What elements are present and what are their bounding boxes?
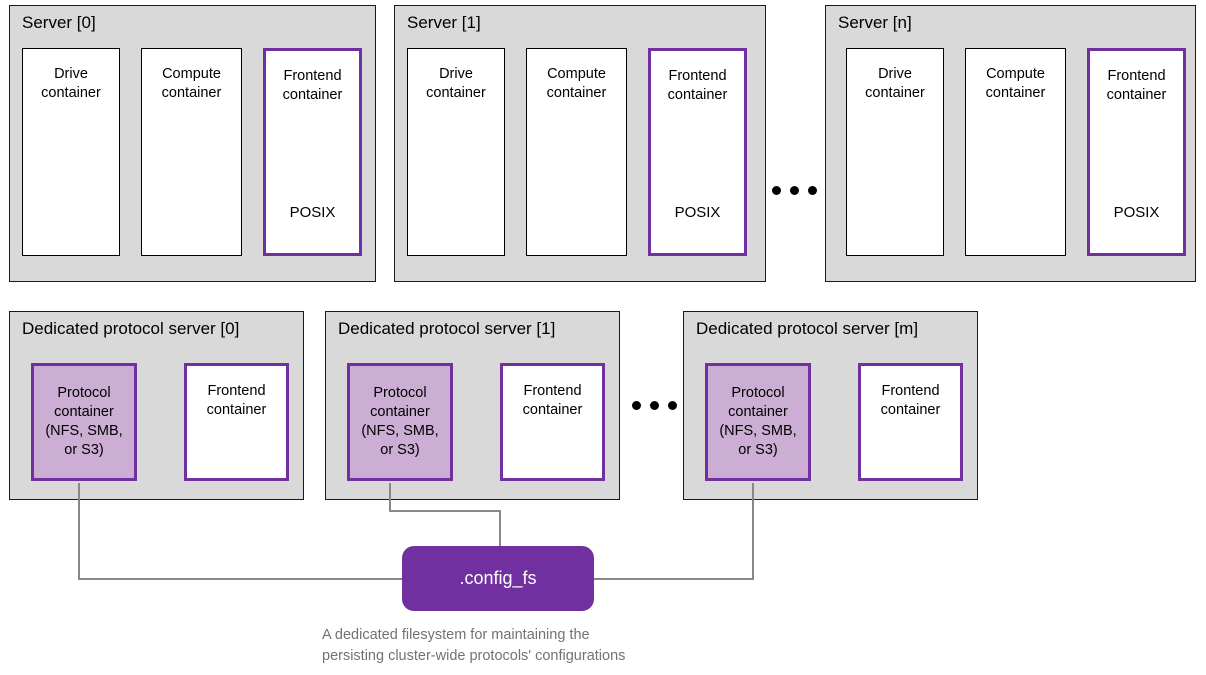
protocol-container-0-line4: or S3) — [64, 442, 104, 458]
protocol-frontend-container-0-line2: container — [206, 402, 267, 418]
connector-protocol-1-horizontal — [389, 510, 501, 512]
config-fs-caption-line1: A dedicated filesystem for maintaining t… — [322, 627, 590, 643]
protocol-container-0: Protocol container (NFS, SMB, or S3) — [31, 363, 137, 481]
protocol-server-panel-0-title: Dedicated protocol server [0] — [22, 319, 240, 338]
protocol-container-1-line2: container — [370, 404, 430, 420]
compute-container-1-label-line2: container — [546, 85, 607, 101]
ellipsis-dot — [632, 401, 641, 410]
connector-protocol-0-horizontal — [78, 578, 406, 580]
drive-container-n-label-line1: Drive — [878, 66, 912, 82]
compute-container-1-label-line1: Compute — [547, 66, 606, 82]
protocol-server-panel-1: Dedicated protocol server [1] Protocol c… — [325, 311, 620, 500]
bottom-row-ellipsis — [632, 401, 677, 410]
compute-container-0: Compute container — [141, 48, 242, 256]
protocol-container-0-line1: Protocol — [57, 385, 111, 401]
protocol-frontend-container-m-line1: Frontend — [881, 383, 940, 399]
protocol-container-1: Protocol container (NFS, SMB, or S3) — [347, 363, 453, 481]
protocol-frontend-container-1-line2: container — [522, 402, 583, 418]
protocol-server-panel-m-title: Dedicated protocol server [m] — [696, 319, 919, 338]
protocol-frontend-container-1: Frontend container — [500, 363, 605, 481]
protocol-frontend-container-m: Frontend container — [858, 363, 963, 481]
drive-container-1: Drive container — [407, 48, 505, 256]
connector-protocol-0-vertical — [78, 483, 80, 580]
protocol-frontend-container-1-line1: Frontend — [523, 383, 582, 399]
ellipsis-dot — [772, 186, 781, 195]
drive-container-n: Drive container — [846, 48, 944, 256]
protocol-frontend-container-m-line2: container — [880, 402, 941, 418]
server-panel-0: Server [0] Drive container Compute conta… — [9, 5, 376, 282]
drive-container-0-label-line1: Drive — [54, 66, 88, 82]
frontend-container-1-label-line2: container — [667, 87, 728, 103]
connector-protocol-m-vertical — [752, 483, 754, 580]
connector-protocol-m-horizontal — [592, 578, 754, 580]
frontend-container-n-posix-label: POSIX — [1113, 204, 1160, 221]
frontend-container-n-label-line1: Frontend — [1107, 68, 1166, 84]
protocol-container-m-line2: container — [728, 404, 788, 420]
protocol-container-1-line3: (NFS, SMB, — [361, 423, 439, 439]
protocol-container-m-line4: or S3) — [738, 442, 778, 458]
ellipsis-dot — [808, 186, 817, 195]
drive-container-1-label-line1: Drive — [439, 66, 473, 82]
config-fs-node: .config_fs — [402, 546, 594, 611]
server-panel-n-title: Server [n] — [838, 13, 912, 32]
protocol-server-panel-m: Dedicated protocol server [m] Protocol c… — [683, 311, 978, 500]
server-panel-1-title: Server [1] — [407, 13, 481, 32]
compute-container-1: Compute container — [526, 48, 627, 256]
server-panel-n: Server [n] Drive container Compute conta… — [825, 5, 1196, 282]
protocol-container-1-line1: Protocol — [373, 385, 427, 401]
compute-container-n-label-line2: container — [985, 85, 1046, 101]
drive-container-n-label-line2: container — [865, 85, 925, 101]
protocol-frontend-container-0: Frontend container — [184, 363, 289, 481]
compute-container-n: Compute container — [965, 48, 1066, 256]
protocol-server-panel-0: Dedicated protocol server [0] Protocol c… — [9, 311, 304, 500]
ellipsis-dot — [650, 401, 659, 410]
frontend-container-1: Frontend container POSIX — [648, 48, 747, 256]
protocol-container-m-line3: (NFS, SMB, — [719, 423, 797, 439]
frontend-container-1-label-line1: Frontend — [668, 68, 727, 84]
frontend-container-n-label-line2: container — [1106, 87, 1167, 103]
connector-protocol-1-vertical-upper — [389, 483, 391, 512]
frontend-container-0: Frontend container POSIX — [263, 48, 362, 256]
connector-protocol-1-vertical-lower — [499, 510, 501, 550]
frontend-container-0-label-line2: container — [282, 87, 343, 103]
config-fs-caption-line2: persisting cluster-wide protocols' confi… — [322, 648, 626, 664]
frontend-container-n: Frontend container POSIX — [1087, 48, 1186, 256]
protocol-container-1-line4: or S3) — [380, 442, 420, 458]
top-row-ellipsis — [772, 186, 817, 195]
protocol-server-panel-1-title: Dedicated protocol server [1] — [338, 319, 556, 338]
frontend-container-0-posix-label: POSIX — [289, 204, 336, 221]
compute-container-n-label-line1: Compute — [986, 66, 1045, 82]
drive-container-0: Drive container — [22, 48, 120, 256]
ellipsis-dot — [790, 186, 799, 195]
compute-container-0-label-line2: container — [161, 85, 222, 101]
protocol-container-m-line1: Protocol — [731, 385, 785, 401]
config-fs-caption: A dedicated filesystem for maintaining t… — [322, 625, 742, 667]
ellipsis-dot — [668, 401, 677, 410]
server-panel-0-title: Server [0] — [22, 13, 96, 32]
frontend-container-0-label-line1: Frontend — [283, 68, 342, 84]
frontend-container-1-posix-label: POSIX — [674, 204, 721, 221]
drive-container-1-label-line2: container — [426, 85, 486, 101]
protocol-container-0-line3: (NFS, SMB, — [45, 423, 123, 439]
protocol-container-0-line2: container — [54, 404, 114, 420]
server-panel-1: Server [1] Drive container Compute conta… — [394, 5, 766, 282]
compute-container-0-label-line1: Compute — [162, 66, 221, 82]
protocol-frontend-container-0-line1: Frontend — [207, 383, 266, 399]
protocol-container-m: Protocol container (NFS, SMB, or S3) — [705, 363, 811, 481]
config-fs-label: .config_fs — [459, 568, 537, 588]
drive-container-0-label-line2: container — [41, 85, 101, 101]
